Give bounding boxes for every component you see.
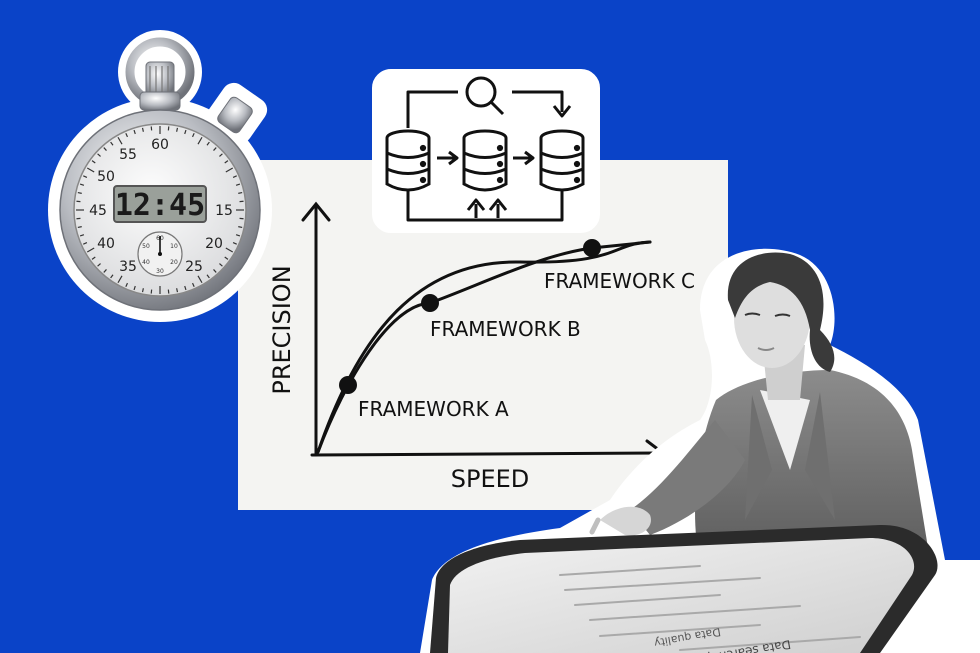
- dial-tick: [110, 141, 114, 146]
- database-icon: [385, 129, 431, 192]
- arrow-down-icon: [552, 105, 572, 118]
- dial-tick: [225, 167, 234, 173]
- person-illustration: Data quality Data search quality: [420, 248, 980, 653]
- tradeoff-curve: [316, 240, 652, 454]
- dial-tick: [125, 282, 129, 287]
- arrow-up-icon: [488, 198, 508, 211]
- dial-tick: [83, 241, 88, 245]
- dial-tick: [83, 175, 88, 179]
- dial-tick: [184, 285, 187, 291]
- dial-tick: [191, 133, 195, 138]
- subdial-number: 50: [142, 243, 150, 250]
- dial-tick: [206, 141, 210, 146]
- dial-tick: [213, 147, 217, 151]
- dial-tick: [77, 191, 82, 194]
- dial-tick: [225, 247, 234, 253]
- dial-tick: [224, 256, 229, 260]
- dial-number: 45: [89, 203, 107, 219]
- chart-point: [583, 239, 601, 257]
- chart-points: [339, 239, 601, 394]
- dial-tick: [197, 136, 203, 145]
- dial-tick: [103, 269, 107, 273]
- dial-tick: [117, 136, 123, 145]
- dial-tick: [191, 282, 195, 287]
- dial-tick: [110, 274, 114, 279]
- dial-number: 60: [151, 137, 169, 153]
- bottom-loop-line: [406, 190, 564, 222]
- x-axis: [310, 451, 664, 457]
- arrow-right-icon: [524, 150, 535, 166]
- dial-tick: [176, 288, 179, 293]
- dial-number: 55: [119, 147, 137, 163]
- x-axis-label: SPEED: [451, 465, 530, 493]
- dial-tick: [86, 247, 95, 253]
- dial-tick: [141, 127, 144, 132]
- subdial-number: 10: [170, 243, 178, 250]
- dial-tick: [133, 129, 136, 135]
- dial-tick: [235, 234, 241, 237]
- dial-tick: [117, 275, 123, 284]
- dial-tick: [91, 256, 96, 260]
- dial-tick: [213, 269, 217, 273]
- dial-tick: [86, 167, 95, 173]
- arrow-right-icon: [448, 150, 459, 166]
- dial-tick: [238, 191, 243, 194]
- point-label-a: FRAMEWORK A: [358, 397, 509, 421]
- subdial-number: 30: [156, 268, 164, 275]
- dial-tick: [224, 160, 229, 164]
- chart-point: [421, 294, 439, 312]
- loop-line-right: [512, 90, 564, 112]
- dial-number: 35: [119, 259, 137, 275]
- dial-number: 50: [97, 169, 115, 185]
- data-pipeline-diagram: [372, 69, 600, 233]
- point-label-c: FRAMEWORK C: [544, 269, 695, 293]
- dial-tick: [79, 183, 85, 186]
- dial-tick: [206, 274, 210, 279]
- database-icon: [539, 129, 585, 192]
- digital-time: 12:45: [115, 188, 205, 223]
- dial-tick: [232, 241, 237, 245]
- dial-number: 40: [97, 236, 115, 252]
- dial-tick: [238, 226, 243, 229]
- loop-line-left: [406, 90, 458, 128]
- dial-tick: [97, 153, 101, 157]
- dial-tick: [91, 160, 96, 164]
- dial-tick: [97, 263, 101, 267]
- y-axis-label: PRECISION: [268, 265, 296, 394]
- dial-tick: [232, 175, 237, 179]
- y-axis-arrow: [301, 201, 331, 222]
- dial-tick: [184, 129, 187, 135]
- dial-number: 20: [205, 236, 223, 252]
- dial-tick: [133, 285, 136, 291]
- dial-tick: [125, 133, 129, 138]
- dial-tick: [235, 183, 241, 186]
- dial-tick: [79, 234, 85, 237]
- subdial-number: 20: [170, 259, 178, 266]
- dial-tick: [176, 127, 179, 132]
- dial-tick: [197, 275, 203, 284]
- arrow-up-icon: [466, 198, 486, 211]
- dial-tick: [77, 226, 82, 229]
- chart-point: [339, 376, 357, 394]
- point-label-b: FRAMEWORK B: [430, 317, 581, 341]
- dial-number: 25: [185, 259, 203, 275]
- dial-number: 15: [215, 203, 233, 219]
- stopwatch-icon: 55 60 50 45 40 35 25 20 15 12:45 60 50 4…: [48, 30, 272, 322]
- dial-tick: [219, 263, 223, 267]
- dial-tick: [103, 147, 107, 151]
- database-icon: [462, 129, 508, 192]
- dial-tick: [141, 288, 144, 293]
- search-icon: [465, 76, 505, 116]
- subdial-number: 40: [142, 259, 150, 266]
- dial-tick: [219, 153, 223, 157]
